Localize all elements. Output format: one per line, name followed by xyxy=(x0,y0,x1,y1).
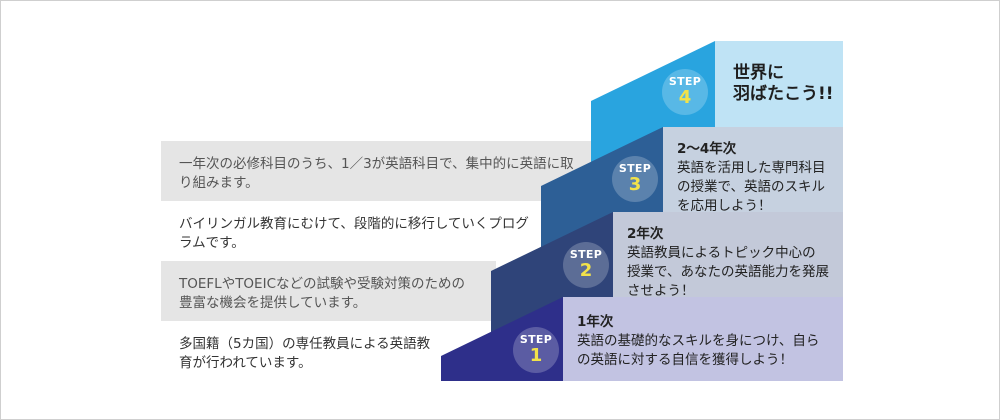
step-3-panel xyxy=(663,127,843,212)
step-4-badge: STEP 4 xyxy=(662,69,708,115)
step-1-number: 1 xyxy=(529,345,543,366)
step-2-year: 2年次 xyxy=(627,226,664,242)
step-1-label: STEP xyxy=(519,333,553,346)
step-2-content: 2年次 英語教員によるトピック中心の授業で、あなたの英語能力を発展させよう！ xyxy=(613,217,839,299)
step-1-year: 1年次 xyxy=(577,314,614,330)
step-4-goal-line-1: 世界に xyxy=(733,63,784,83)
step-3-year: 2〜4年次 xyxy=(677,141,737,157)
description-text-1: 一年次の必修科目のうち、1／3が英語科目で、集中的に英語に取り組みます。 xyxy=(179,156,574,191)
description-row-4: 多国籍（5カ国）の専任教員による英語教育が行われています。 xyxy=(161,321,461,381)
description-row-1: 一年次の必修科目のうち、1／3が英語科目で、集中的に英語に取り組みます。 xyxy=(161,141,601,201)
description-row-3: TOEFLやTOEICなどの試験や受験対策のための豊富な機会を提供しています。 xyxy=(161,261,496,321)
step-3-content: 2〜4年次 英語を活用した専門科目の授業で、英語のスキルを応用しよう！ xyxy=(663,132,839,214)
step-2-label: STEP xyxy=(569,248,603,261)
step-2-number: 2 xyxy=(579,260,593,281)
step-4-number: 4 xyxy=(678,87,692,108)
step-2-badge: STEP 2 xyxy=(563,242,609,288)
step-1-description: 英語の基礎的なスキルを身につけ、自らの英語に対する自信を獲得しよう！ xyxy=(577,333,820,368)
step-1-content: 1年次 英語の基礎的なスキルを身につけ、自らの英語に対する自信を獲得しよう！ xyxy=(563,305,839,381)
step-3-number: 3 xyxy=(628,174,642,195)
step-1-badge: STEP 1 xyxy=(513,327,559,373)
step-3-description: 英語を活用した専門科目の授業で、英語のスキルを応用しよう！ xyxy=(677,160,826,214)
description-text-3: TOEFLやTOEICなどの試験や受験対策のための豊富な機会を提供しています。 xyxy=(179,276,465,311)
description-text-2: バイリンガル教育にむけて、段階的に移行していくプログラムです。 xyxy=(179,216,529,251)
step-2-description: 英語教員によるトピック中心の授業で、あなたの英語能力を発展させよう！ xyxy=(627,245,829,299)
description-row-2: バイリンガル教育にむけて、段階的に移行していくプログラムです。 xyxy=(161,201,551,261)
step-4-goal: 世界に 羽ばたこう!! xyxy=(715,41,843,127)
step-4-label: STEP xyxy=(668,75,702,88)
step-4-goal-line-2: 羽ばたこう!! xyxy=(733,84,834,104)
step-1-panel xyxy=(563,297,843,381)
step-2-panel xyxy=(613,212,843,297)
step-4-panel xyxy=(715,41,843,127)
step-1-band xyxy=(441,297,563,381)
description-text-4: 多国籍（5カ国）の専任教員による英語教育が行われています。 xyxy=(179,336,431,371)
step-3-badge: STEP 3 xyxy=(612,156,658,202)
step-3-label: STEP xyxy=(618,162,652,175)
